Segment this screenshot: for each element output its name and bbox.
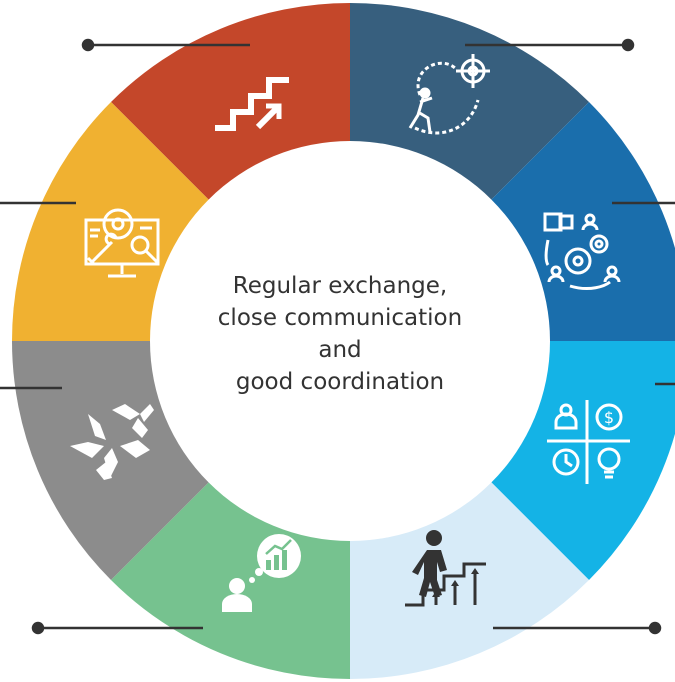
center-caption: Regular exchange, close communication an…: [180, 270, 500, 398]
hands-circle-icon: [70, 404, 154, 480]
center-caption-line: and: [318, 337, 362, 363]
stairs-arrow-icon: [215, 77, 289, 131]
svg-text:$: $: [604, 408, 614, 427]
center-caption-line: good coordination: [235, 369, 445, 395]
leader-line-bottom-right: [493, 621, 662, 635]
puzzle-gears-people-icon: [543, 212, 621, 290]
person-chart-thought-icon: [222, 534, 301, 612]
people-money-time-idea-icon: $: [547, 400, 630, 484]
center-caption-line: close communication: [217, 305, 463, 331]
leader-lines: [0, 38, 675, 635]
monitor-gear-wrench-icon: [84, 208, 160, 278]
leader-line-bottom-left: [31, 621, 203, 635]
leader-line-top-right: [465, 38, 635, 52]
target-path-icon: [408, 54, 490, 135]
person-climbing-steps-icon: [405, 530, 486, 607]
center-caption-line: Regular exchange,: [232, 273, 448, 299]
leader-line-top-left: [81, 38, 250, 52]
center-circle: [150, 141, 550, 541]
